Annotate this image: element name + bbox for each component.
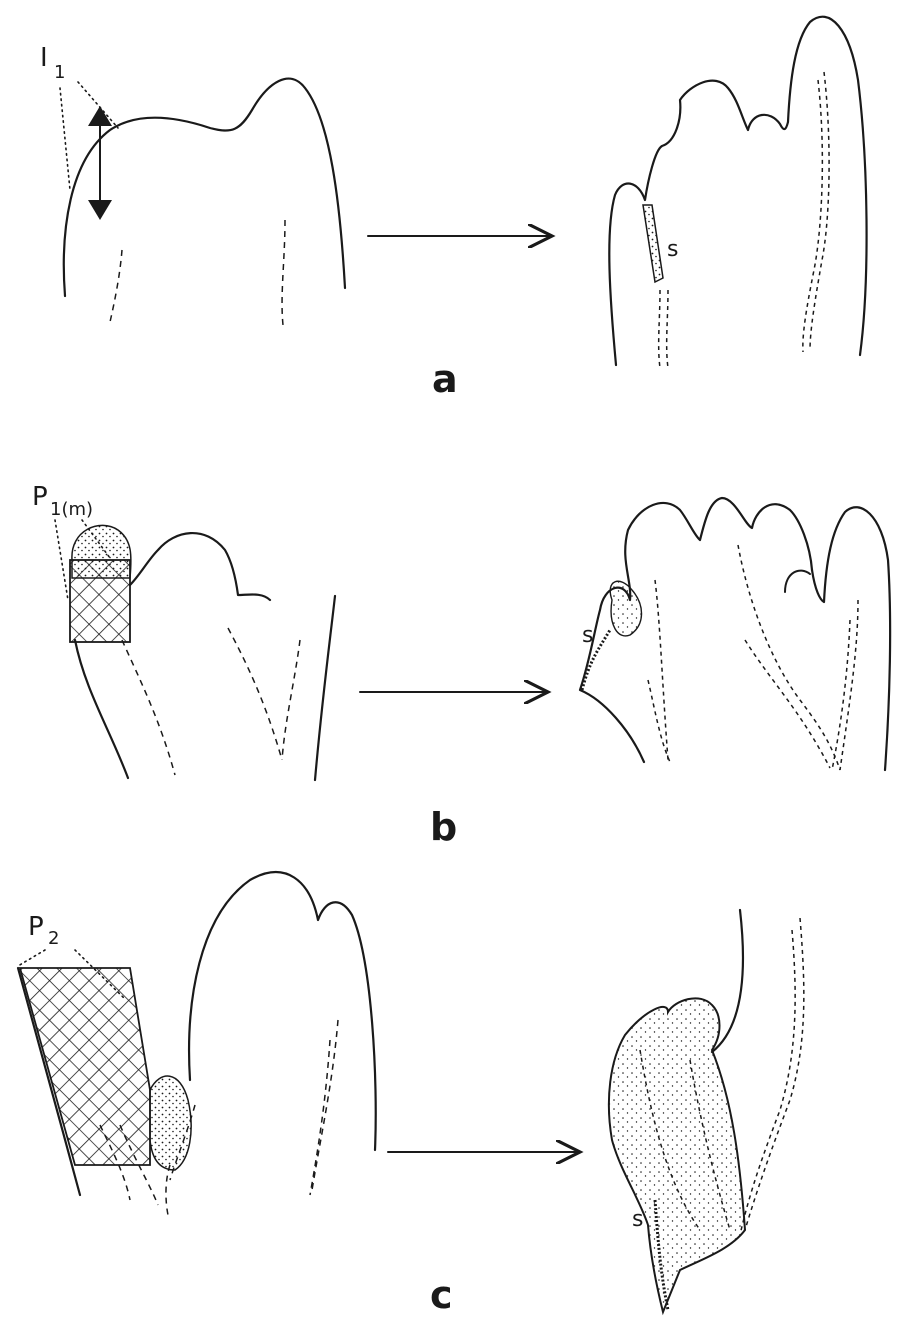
panel-a-scar-label: s <box>667 237 678 262</box>
svg-text:P: P <box>32 482 48 512</box>
svg-text:1(m): 1(m) <box>50 499 93 520</box>
panel-c-before-outline <box>18 872 376 1215</box>
svg-text:1: 1 <box>54 62 65 83</box>
panel-a-source-label: I 1 <box>40 43 118 190</box>
panel-a: I 1 s a <box>40 17 867 401</box>
panel-a-before-outline <box>64 79 345 325</box>
panel-c-scar-label: s <box>632 1207 643 1232</box>
panel-a-scar <box>643 205 663 282</box>
svg-text:I: I <box>40 43 48 73</box>
panel-b-before-outline <box>70 525 335 780</box>
panel-b-scar-label: s <box>582 623 593 648</box>
panel-b-regrowth <box>610 581 641 636</box>
panel-b-label: b <box>430 805 457 849</box>
panel-c-regrowth <box>609 998 745 1312</box>
panel-b-primordium <box>72 525 131 578</box>
panel-c-excised-block <box>20 968 150 1165</box>
panel-b: P 1(m) s b <box>32 482 890 849</box>
panel-c-after-outline <box>609 910 804 1312</box>
panel-a-after-outline <box>609 17 866 368</box>
panel-a-label: a <box>432 357 458 401</box>
panel-c: P 2 s c <box>18 872 804 1317</box>
panel-c-primordium <box>150 1076 191 1170</box>
svg-text:P: P <box>28 912 44 942</box>
panel-c-label: c <box>430 1273 453 1317</box>
panel-b-after-outline <box>580 498 890 770</box>
svg-text:2: 2 <box>48 928 59 949</box>
